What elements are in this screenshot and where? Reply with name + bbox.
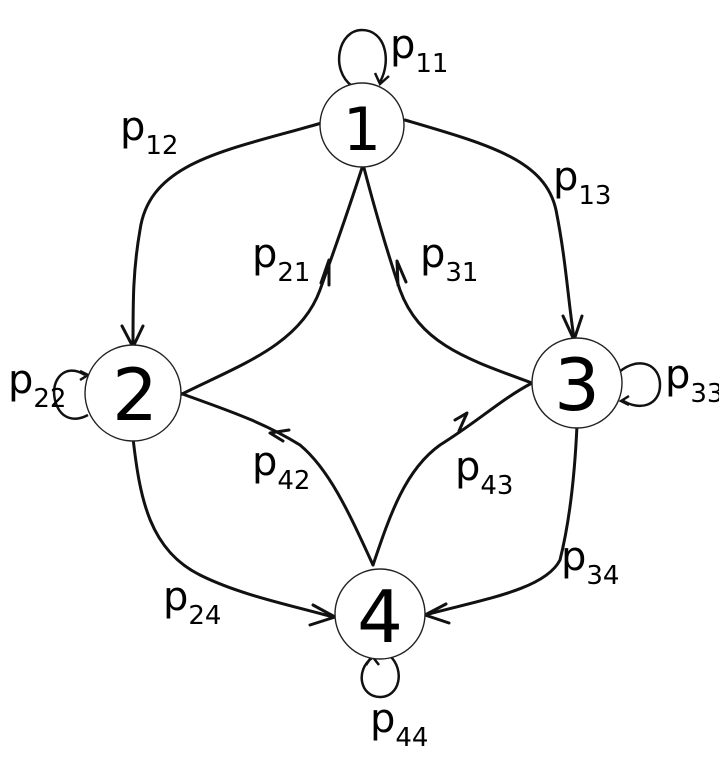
edge-4-2-arrowhead xyxy=(268,428,291,443)
loop-3-3-arrowhead xyxy=(618,394,630,407)
label-p11-sub: 11 xyxy=(415,49,448,79)
loop-4-4 xyxy=(360,655,400,699)
label-p13-sub: 13 xyxy=(578,181,611,211)
edge-3-4 xyxy=(423,423,579,617)
edge-1-3 xyxy=(403,118,576,340)
node-1-label: 1 xyxy=(343,95,381,165)
edge-4-2 xyxy=(178,391,375,567)
node-1: 1 xyxy=(319,82,405,168)
label-p24-sub: 24 xyxy=(188,601,221,631)
edge-labels: p11 p12 p13 p21 p31 p22 p33 p42 xyxy=(8,22,719,753)
loop-1-1 xyxy=(337,28,388,88)
node-4-circle xyxy=(334,568,426,660)
label-p34: p34 xyxy=(561,534,619,591)
node-2-label: 2 xyxy=(112,353,158,437)
label-p33: p33 xyxy=(665,352,719,409)
loop-1-1-arrowhead xyxy=(373,72,390,87)
label-p31-sub: 31 xyxy=(445,258,478,288)
label-p44: p44 xyxy=(370,696,428,753)
label-p43-sub: 43 xyxy=(480,471,513,501)
node-3: 3 xyxy=(531,337,623,429)
label-p43-base: p xyxy=(455,444,480,490)
node-2: 2 xyxy=(84,344,182,442)
edge-4-3-arrowhead xyxy=(453,411,469,433)
edge-3-1 xyxy=(362,166,534,385)
node-3-label: 3 xyxy=(554,343,600,427)
edge-2-4 xyxy=(131,436,335,619)
label-p24-base: p xyxy=(163,574,188,620)
loop-2-2 xyxy=(52,369,89,420)
edges xyxy=(120,118,584,627)
label-p22-sub: 22 xyxy=(33,384,66,414)
label-p42: p42 xyxy=(252,439,310,496)
node-4-label: 4 xyxy=(357,575,403,659)
node-4: 4 xyxy=(334,568,426,660)
label-p43: p43 xyxy=(455,444,513,501)
label-p21: p21 xyxy=(252,231,310,288)
edge-3-1-arrowhead xyxy=(395,259,408,287)
label-p11-base: p xyxy=(390,22,415,68)
label-p44-sub: 44 xyxy=(395,723,428,753)
label-p42-base: p xyxy=(252,439,277,485)
label-p34-base: p xyxy=(561,534,586,580)
label-p42-sub: 42 xyxy=(277,466,310,496)
node-2-circle xyxy=(84,344,182,442)
label-p24: p24 xyxy=(163,574,221,631)
label-p21-sub: 21 xyxy=(277,258,310,288)
label-p11: p11 xyxy=(390,22,448,79)
node-3-circle xyxy=(531,337,623,429)
label-p34-sub: 34 xyxy=(586,561,619,591)
label-p12-base: p xyxy=(120,104,145,150)
edge-3-4-arrowhead xyxy=(423,602,451,625)
label-p13: p13 xyxy=(553,154,611,211)
edge-1-2 xyxy=(131,120,327,347)
loop-3-3 xyxy=(618,362,662,408)
label-p31: p31 xyxy=(420,231,478,288)
label-p22-base: p xyxy=(8,357,33,403)
label-p22: p22 xyxy=(8,357,66,414)
label-p21-base: p xyxy=(252,231,277,277)
label-p44-base: p xyxy=(370,696,395,742)
edge-4-3 xyxy=(371,381,534,567)
label-p33-base: p xyxy=(665,352,690,398)
label-p13-base: p xyxy=(553,154,578,200)
node-1-circle xyxy=(319,82,405,168)
edge-2-1 xyxy=(178,166,364,397)
label-p12: p12 xyxy=(120,104,178,161)
label-p31-base: p xyxy=(420,231,445,277)
edge-2-1-arrowhead xyxy=(319,258,331,287)
label-p33-sub: 33 xyxy=(690,379,719,409)
label-p12-sub: 12 xyxy=(145,131,178,161)
